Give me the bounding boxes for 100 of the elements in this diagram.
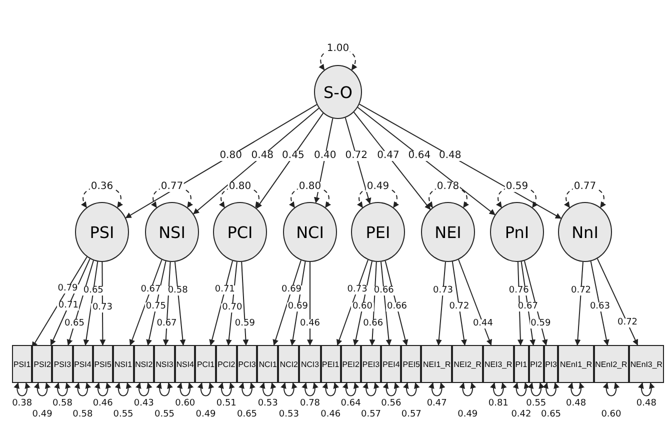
arrow xyxy=(193,108,320,214)
edge-label: 0.78 xyxy=(436,182,460,192)
edge-label: 0.59 xyxy=(234,320,256,329)
edge-label: 0.40 xyxy=(313,151,338,162)
curved-double-arrow xyxy=(460,382,476,396)
curved-double-arrow xyxy=(177,382,194,396)
latent-variable-ellipse: NnI xyxy=(558,202,612,262)
edge-label: 0.45 xyxy=(281,151,306,161)
latent-variable-ellipse: PSI xyxy=(75,202,129,262)
arrow xyxy=(146,260,166,346)
latent-variable-ellipse: NEI xyxy=(421,202,475,262)
edge-label: 0.63 xyxy=(588,302,611,312)
edge-label: 0.55 xyxy=(112,410,134,420)
edge-label: 0.59 xyxy=(504,182,530,192)
curved-double-arrow xyxy=(490,382,506,396)
curved-double-arrow xyxy=(528,382,544,396)
arrow xyxy=(574,261,584,346)
arrow xyxy=(380,261,392,346)
edge-label: 0.67 xyxy=(156,320,178,329)
curved-double-arrow xyxy=(383,382,400,396)
edge-label: 0.65 xyxy=(236,410,258,420)
edge-label: 0.60 xyxy=(351,302,374,312)
edge-label: 0.38 xyxy=(11,400,34,408)
arrow xyxy=(307,262,313,346)
edge-label: 0.46 xyxy=(298,320,322,329)
edge-label: 0.72 xyxy=(616,318,639,328)
edge-label: 0.81 xyxy=(487,400,510,408)
curved-double-arrow xyxy=(428,382,445,396)
curved-double-arrow xyxy=(34,382,50,396)
edge-label: 0.36 xyxy=(90,182,114,192)
edge-label: 1.00 xyxy=(326,44,350,54)
latent-variable-ellipse: PCI xyxy=(213,202,267,262)
edge-label: 0.49 xyxy=(194,410,217,420)
arrow xyxy=(353,112,431,210)
edge-label: 0.73 xyxy=(432,286,454,296)
edge-label: 0.77 xyxy=(160,182,184,192)
curved-double-arrow xyxy=(54,382,70,396)
edge-label: 0.65 xyxy=(540,410,562,420)
edge-label: 0.64 xyxy=(340,400,362,408)
edge-label: 0.69 xyxy=(280,285,303,294)
edge-label: 0.79 xyxy=(56,284,79,294)
edge-label: 0.46 xyxy=(92,400,114,408)
edge-label: 0.77 xyxy=(572,182,598,192)
arrow xyxy=(596,258,638,346)
arrow xyxy=(436,261,446,346)
arrow xyxy=(83,261,98,346)
arrow xyxy=(290,261,306,346)
edge-label: 0.72 xyxy=(570,286,592,296)
curved-double-arrow xyxy=(115,382,132,396)
curved-double-arrow xyxy=(74,382,91,396)
edge-label: 0.49 xyxy=(31,410,54,420)
edge-label: 0.58 xyxy=(51,400,74,408)
edge-label: 0.69 xyxy=(286,302,309,312)
curved-double-arrow xyxy=(363,382,380,396)
edge-label: 0.66 xyxy=(372,286,395,296)
arrow xyxy=(590,260,610,346)
edge-label: 0.60 xyxy=(600,410,622,420)
edge-label: 0.55 xyxy=(525,400,548,408)
edge-label: 0.64 xyxy=(407,150,432,161)
edge-label: 0.72 xyxy=(344,151,368,162)
arrow xyxy=(524,260,548,346)
edge-label: 0.56 xyxy=(380,400,402,408)
curved-double-arrow xyxy=(239,382,256,396)
arrow xyxy=(352,260,372,346)
edge-label: 0.48 xyxy=(635,400,658,408)
curved-double-arrow xyxy=(302,382,318,396)
edge-label: 0.66 xyxy=(386,302,408,312)
curved-double-arrow xyxy=(260,382,276,396)
arrow xyxy=(458,259,492,346)
edge-label: 0.73 xyxy=(346,285,368,294)
arrow xyxy=(129,259,162,346)
curved-double-arrow xyxy=(136,382,152,396)
latent-variable-ellipse: PnI xyxy=(490,202,544,262)
arrow xyxy=(517,261,524,346)
edge-label: 0.65 xyxy=(82,286,104,296)
edge-label: 0.67 xyxy=(140,285,162,294)
edge-label: 0.47 xyxy=(376,150,400,161)
arrow xyxy=(358,104,562,219)
curved-double-arrow xyxy=(156,382,173,396)
arrow xyxy=(209,260,234,346)
curved-double-arrow xyxy=(14,382,30,396)
latent-variable-ellipse: NCI xyxy=(283,202,337,262)
curved-double-arrow xyxy=(280,382,297,396)
arrow xyxy=(32,256,88,348)
edge-label: 0.53 xyxy=(278,410,300,420)
edge-label: 0.49 xyxy=(456,410,479,420)
edge-label: 0.80 xyxy=(298,182,322,192)
edge-label: 0.67 xyxy=(516,302,539,312)
edge-label: 0.48 xyxy=(250,150,275,161)
edge-label: 0.55 xyxy=(154,410,176,420)
edge-label: 0.57 xyxy=(400,410,422,420)
edge-label: 0.51 xyxy=(215,400,238,408)
edge-label: 0.47 xyxy=(426,400,448,408)
edge-label: 0.60 xyxy=(174,400,196,408)
arrow xyxy=(174,261,186,346)
edge-label: 0.58 xyxy=(166,286,189,296)
edge-label: 0.71 xyxy=(57,302,80,311)
latent-variable-ellipse: S-O xyxy=(314,65,362,119)
edge-label: 0.71 xyxy=(214,286,236,295)
edge-label: 0.53 xyxy=(256,400,279,408)
